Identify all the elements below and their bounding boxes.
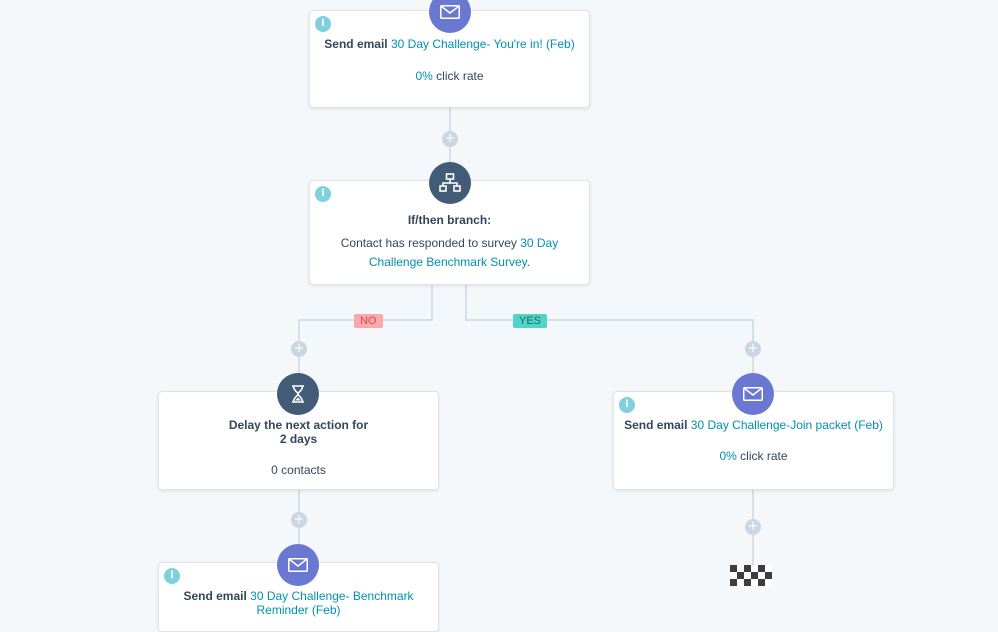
email-action-text: Send email 30 Day Challenge-Join packet …: [624, 418, 883, 432]
branch-condition: Contact has responded to survey 30 Day C…: [340, 236, 559, 269]
yes-branch-label: YES: [513, 314, 548, 328]
finish-flag-icon: [730, 565, 772, 586]
email-link[interactable]: 30 Day Challenge- Benchmark Reminder (Fe…: [250, 589, 414, 617]
add-action-button-yes-2[interactable]: +: [745, 519, 761, 535]
info-icon[interactable]: i: [315, 16, 331, 32]
delay-title: Delay the next action for: [228, 418, 369, 432]
envelope-icon: [732, 373, 774, 415]
add-action-button-no-2[interactable]: +: [291, 512, 307, 528]
envelope-icon: [429, 0, 471, 33]
delay-duration: 2 days: [279, 432, 318, 446]
no-branch-label: NO: [354, 314, 383, 328]
branch-icon: [429, 162, 471, 204]
branch-title: If/then branch:: [407, 213, 492, 227]
survey-link[interactable]: 30 Day Challenge Benchmark Survey: [368, 236, 559, 269]
hourglass-icon: [277, 373, 319, 415]
email-link[interactable]: 30 Day Challenge-Join packet (Feb): [690, 418, 883, 432]
info-icon[interactable]: i: [315, 186, 331, 202]
info-icon[interactable]: i: [164, 568, 180, 584]
info-icon[interactable]: i: [619, 397, 635, 413]
click-rate: 0% click rate: [719, 449, 788, 463]
add-action-button[interactable]: +: [442, 131, 458, 147]
email-link[interactable]: 30 Day Challenge- You're in! (Feb): [390, 37, 575, 51]
email-action-text: Send email 30 Day Challenge- You're in! …: [324, 37, 575, 51]
envelope-icon: [277, 544, 319, 586]
email-action-text: Send email 30 Day Challenge- Benchmark R…: [183, 589, 414, 617]
workflow-canvas: i Send email 30 Day Challenge- You're in…: [158, 0, 894, 632]
click-rate: 0% click rate: [415, 69, 484, 83]
delay-contacts: 0 contacts: [271, 463, 326, 477]
add-action-button-yes[interactable]: +: [745, 341, 761, 357]
add-action-button-no[interactable]: +: [291, 341, 307, 357]
